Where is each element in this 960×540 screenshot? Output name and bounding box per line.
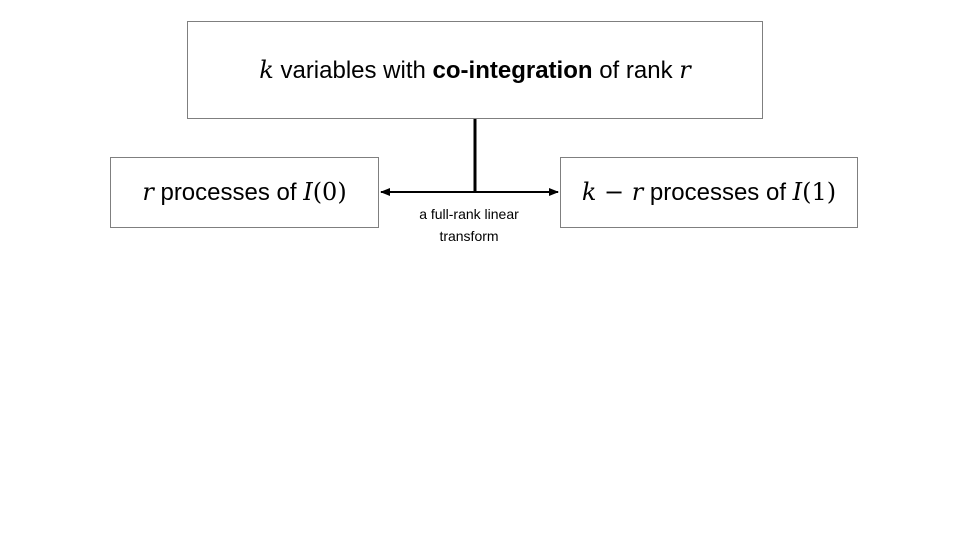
var-r: r [631, 178, 644, 206]
cointegration-term: co-integration [432, 56, 593, 84]
right-text: processes of [643, 179, 793, 206]
nonstationary-processes-box: k − r processes of I(1) [560, 157, 858, 228]
left-box-text: r processes of I(0) [142, 178, 346, 207]
integration-order-arg: (0) [312, 178, 347, 206]
minus-sign: − [596, 178, 632, 206]
stationary-processes-box: r processes of I(0) [110, 157, 379, 228]
var-k: k [581, 178, 597, 206]
transform-label: a full-rank linear transform [394, 203, 544, 247]
var-k: k [259, 55, 274, 84]
right-box-text: k − r processes of I(1) [582, 178, 836, 207]
top-box-text: k variables with co-integration of rank … [259, 56, 690, 85]
left-text: processes of [153, 179, 304, 206]
var-r: r [142, 178, 154, 206]
transform-label-line2: transform [439, 228, 499, 244]
transform-label-line1: a full-rank linear [419, 206, 519, 222]
integration-order-arg: (1) [802, 178, 837, 206]
top-text-before: variables with [273, 56, 433, 84]
integration-order-symbol: I [303, 178, 313, 206]
cointegration-variables-box: k variables with co-integration of rank … [187, 21, 763, 119]
var-r: r [679, 55, 691, 84]
integration-order-symbol: I [792, 178, 803, 206]
top-text-after: of rank [592, 56, 680, 84]
